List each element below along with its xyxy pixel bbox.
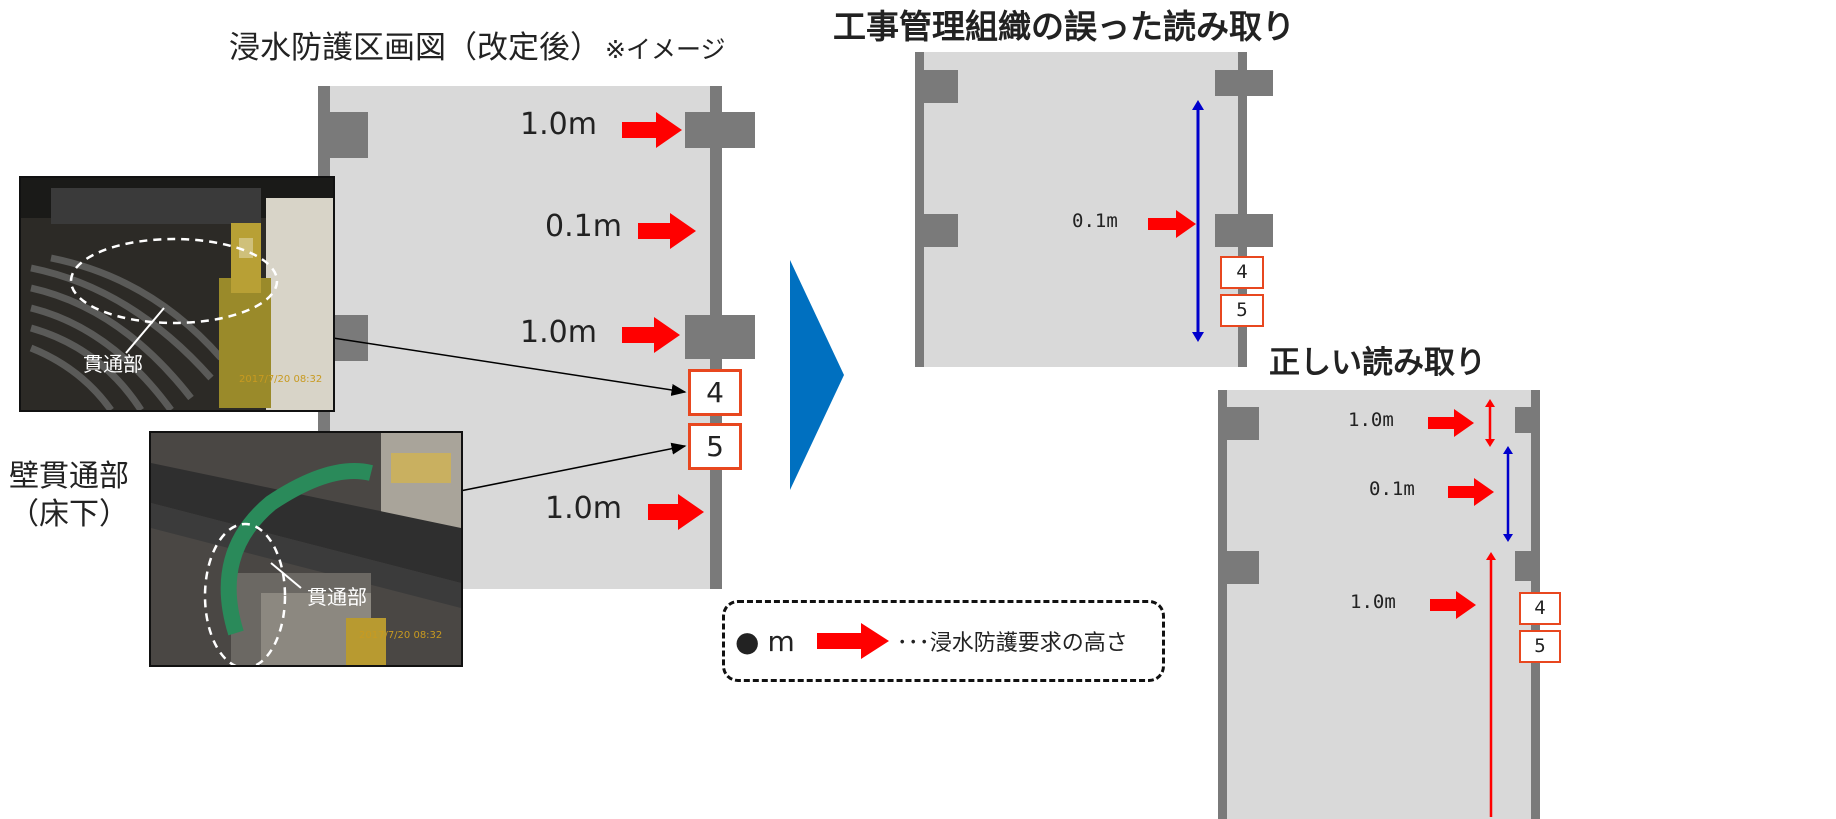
correct-blue-span-arrow bbox=[1503, 446, 1513, 542]
legend-box: ● m ･･･浸水防護要求の高さ bbox=[722, 600, 1165, 682]
wrong-right-wall bbox=[1238, 52, 1247, 367]
wrong-left-bracket-top bbox=[924, 70, 958, 103]
left-red-arrow-1 bbox=[622, 112, 682, 148]
correct-height-label-1: 1.0m bbox=[1348, 409, 1394, 431]
wrong-blue-span-arrow bbox=[1192, 100, 1204, 342]
penetration-photo-1: 貫通部 2017/7/20 08:32 bbox=[19, 176, 335, 412]
correct-penetration-box-5: 5 bbox=[1519, 630, 1561, 663]
wrong-reading-title: 工事管理組織の誤った読み取り bbox=[833, 7, 1295, 46]
correct-height-label-3: 1.0m bbox=[1350, 591, 1396, 613]
left-diagram-title-text: 浸水防護区画図（改定後） bbox=[229, 30, 601, 66]
left-bracket-top bbox=[330, 112, 368, 158]
penetration-box-5: 5 bbox=[688, 423, 742, 470]
correct-right-bracket-top bbox=[1515, 407, 1536, 433]
legend-bullet: ● bbox=[735, 624, 760, 658]
correct-left-bracket-top bbox=[1227, 407, 1259, 440]
photo2-label: 貫通部 bbox=[307, 585, 367, 609]
left-red-arrow-2 bbox=[638, 213, 696, 249]
height-label-1: 1.0m bbox=[520, 107, 597, 142]
wrong-right-bracket-top bbox=[1215, 70, 1273, 96]
legend-red-arrow bbox=[816, 623, 889, 659]
penetration-photo-2: 貫通部 2017/7/20 08:32 bbox=[149, 431, 463, 667]
correct-red-arrow-1 bbox=[1428, 409, 1474, 437]
left-diagram-title: 浸水防護区画図（改定後）※イメージ bbox=[229, 33, 725, 64]
legend-description: ･･･浸水防護要求の高さ bbox=[896, 631, 1128, 656]
correct-penetration-box-4: 4 bbox=[1519, 592, 1561, 625]
photo1-label: 貫通部 bbox=[83, 352, 143, 376]
right-bracket-mid bbox=[685, 315, 755, 359]
correct-red-span-arrow-2 bbox=[1486, 552, 1496, 817]
correct-red-span-arrow-1 bbox=[1485, 399, 1495, 447]
correct-red-arrow-3 bbox=[1430, 591, 1476, 619]
wrong-left-wall bbox=[915, 52, 924, 367]
correct-reading-title: 正しい読み取り bbox=[1269, 345, 1486, 381]
wall-penetration-label-line2: （床下） bbox=[9, 496, 129, 532]
wrong-red-arrow bbox=[1148, 210, 1196, 238]
legend-unit: m bbox=[767, 624, 795, 658]
right-bracket-top bbox=[685, 112, 755, 148]
height-label-2: 0.1m bbox=[545, 209, 622, 244]
correct-height-label-2: 0.1m bbox=[1369, 478, 1415, 500]
transition-triangle bbox=[790, 260, 844, 490]
wrong-height-label: 0.1m bbox=[1072, 210, 1118, 232]
wall-penetration-label-line1: 壁貫通部 bbox=[9, 459, 129, 494]
correct-right-bracket-mid bbox=[1515, 551, 1536, 581]
photo1-stamp: 2017/7/20 08:32 bbox=[239, 374, 323, 385]
photo2-stamp: 2017/7/20 08:32 bbox=[359, 630, 443, 641]
penetration-box-4: 4 bbox=[688, 369, 742, 416]
correct-left-bracket-mid bbox=[1227, 551, 1259, 584]
correct-red-arrow-2 bbox=[1448, 478, 1494, 506]
wrong-penetration-box-5: 5 bbox=[1220, 294, 1264, 327]
wrong-right-bracket-mid bbox=[1215, 214, 1273, 247]
left-red-arrow-3 bbox=[622, 317, 680, 353]
wrong-diagram-panel bbox=[922, 52, 1240, 367]
wrong-left-bracket-mid bbox=[924, 214, 958, 247]
height-label-3: 1.0m bbox=[520, 315, 597, 350]
height-label-4: 1.0m bbox=[545, 491, 622, 526]
wrong-penetration-box-4: 4 bbox=[1220, 256, 1264, 289]
correct-left-wall bbox=[1218, 390, 1227, 819]
wall-penetration-label: 壁貫通部 （床下） bbox=[9, 458, 129, 533]
left-red-arrow-4 bbox=[648, 494, 704, 530]
left-diagram-title-note: ※イメージ bbox=[605, 35, 726, 64]
correct-diagram-panel bbox=[1227, 390, 1531, 819]
